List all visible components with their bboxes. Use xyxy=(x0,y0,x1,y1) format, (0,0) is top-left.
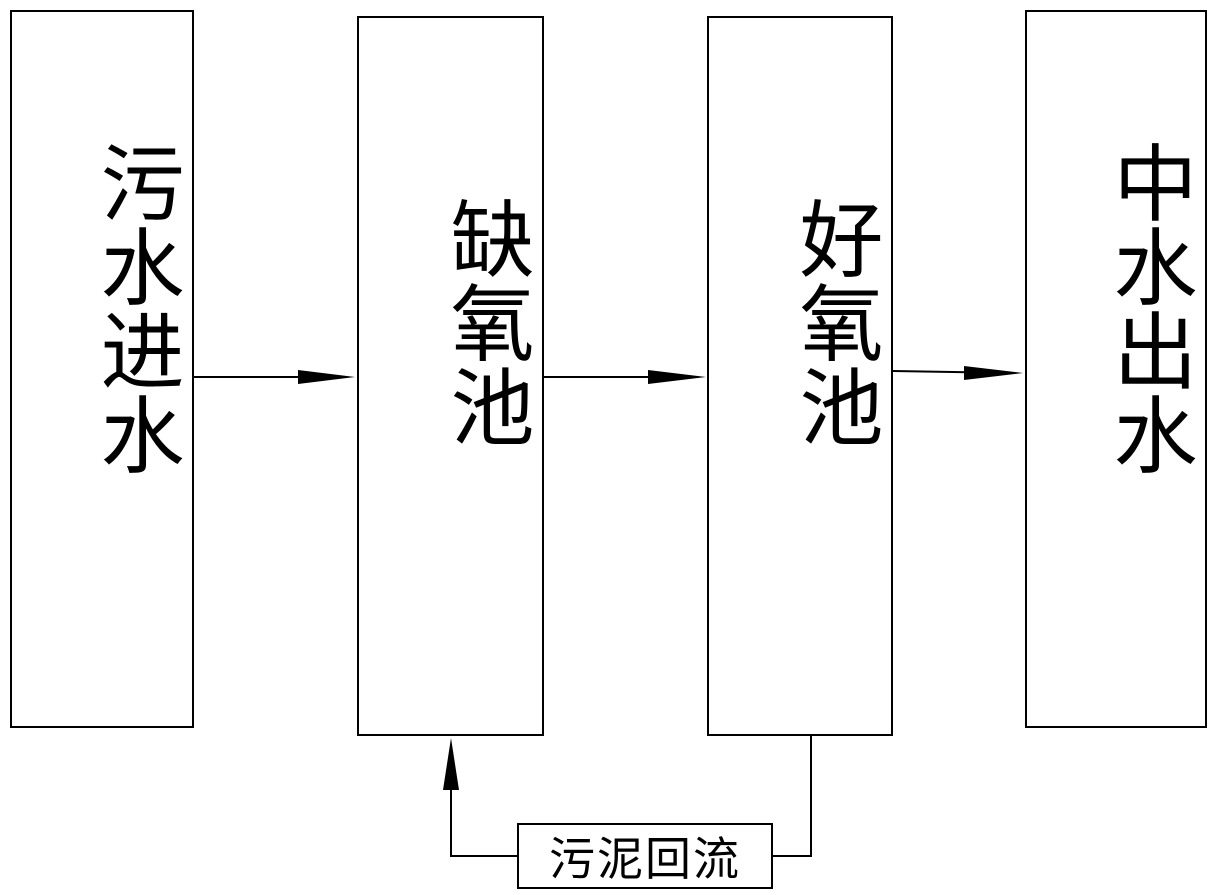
arrow-anoxic-to-aerobic xyxy=(544,370,706,384)
node-aerobic-tank: 好氧池 xyxy=(707,16,893,736)
sludge-return-label: 污泥回流 xyxy=(549,832,741,886)
arrow-inflow-to-anoxic xyxy=(194,370,355,384)
node-anoxic-tank: 缺氧池 xyxy=(357,16,544,736)
node-label: 中水出水 xyxy=(1100,140,1198,476)
node-label: 缺氧池 xyxy=(437,196,535,448)
sludge-return-label-box: 污泥回流 xyxy=(517,823,773,889)
arrow-aerobic-to-outflow xyxy=(892,366,1023,380)
node-wastewater-inflow: 污水进水 xyxy=(10,10,194,728)
node-reclaimed-water-outflow: 中水出水 xyxy=(1025,10,1207,728)
node-label: 好氧池 xyxy=(786,196,884,448)
node-label: 污水进水 xyxy=(87,140,185,476)
